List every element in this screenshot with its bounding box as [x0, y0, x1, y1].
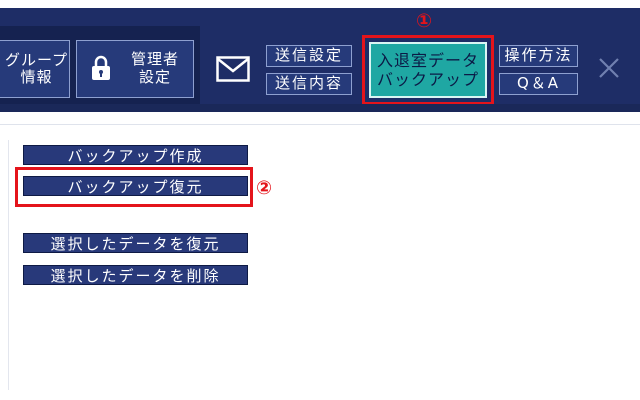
backup-tile-line2: バックアップ [376, 70, 479, 89]
step-marker-1: ① [416, 10, 433, 32]
admin-settings-label: 管理者 設定 [130, 50, 179, 86]
navbar-bottom-edge [0, 104, 640, 112]
step-marker-2: ② [256, 177, 273, 199]
restore-backup-button[interactable]: バックアップ復元 [23, 176, 248, 196]
delete-selected-label: 選択したデータを削除 [50, 266, 221, 285]
group-info-button[interactable]: グループ 情報 [0, 40, 70, 98]
operation-method-button[interactable]: 操作方法 [499, 45, 578, 67]
restore-backup-label: バックアップ復元 [67, 177, 204, 196]
backup-tile-line1: 入退室データ [376, 50, 479, 70]
top-strip [0, 0, 640, 8]
highlight-box-backup-tab [362, 35, 494, 105]
send-settings-label: 送信設定 [274, 46, 343, 65]
close-icon[interactable] [598, 57, 620, 79]
create-backup-button[interactable]: バックアップ作成 [23, 145, 248, 165]
send-settings-button[interactable]: 送信設定 [266, 45, 352, 67]
send-content-label: 送信内容 [274, 74, 343, 93]
content-divider [0, 124, 640, 125]
entry-exit-data-backup-tab[interactable]: 入退室データ バックアップ [369, 42, 487, 98]
mail-icon[interactable] [216, 56, 250, 82]
delete-selected-button[interactable]: 選択したデータを削除 [23, 265, 248, 285]
qa-label: Q＆A [516, 74, 561, 93]
operation-method-label: 操作方法 [504, 46, 573, 65]
content-side-rule [8, 140, 9, 390]
highlight-box-restore [15, 167, 253, 207]
send-content-button[interactable]: 送信内容 [266, 73, 352, 95]
group-info-label: グループ 情報 [4, 50, 69, 86]
restore-selected-label: 選択したデータを復元 [50, 234, 221, 253]
restore-selected-button[interactable]: 選択したデータを復元 [23, 233, 248, 253]
qa-button[interactable]: Q＆A [499, 73, 578, 95]
create-backup-label: バックアップ作成 [67, 146, 204, 165]
admin-settings-button[interactable]: 管理者 設定 [76, 40, 194, 98]
lock-icon [92, 55, 110, 80]
